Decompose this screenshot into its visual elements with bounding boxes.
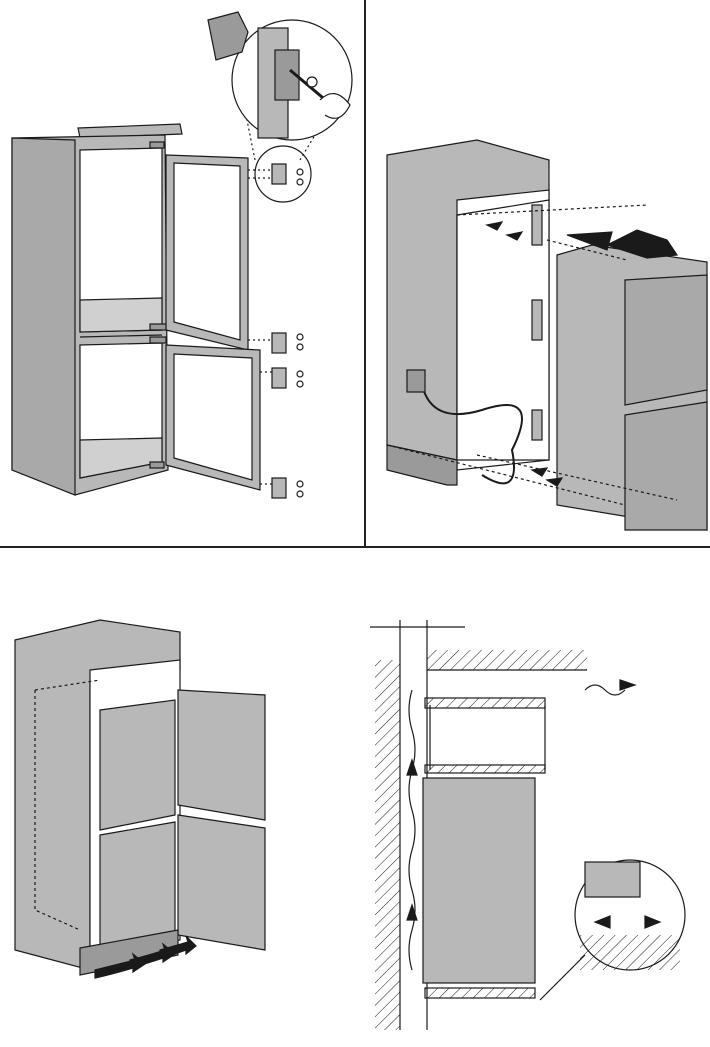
plug-icon [407,370,425,392]
hinge-bracket-lower [272,478,303,498]
appliance-section [423,778,535,983]
figure-hinge-fixing [0,0,365,547]
figure-side-section [355,550,710,1047]
figure-ventilation [0,550,355,1047]
wall-hatch [375,660,400,1030]
open-door-lower [178,815,265,950]
ventilation-illustration [0,550,355,1047]
hinge-bracket-upper [272,164,303,185]
hinge-bracket-mid [272,333,303,388]
appliance-upper [100,700,175,830]
hinge-fixing-illustration [0,0,365,547]
appliance-lower-door [625,402,707,530]
side-section-illustration [355,550,710,1047]
slide-in-illustration [367,0,710,547]
open-door-upper [178,690,265,820]
figure-slide-in [367,0,710,547]
appliance-upper-door [625,275,707,405]
appliance-lower [100,822,175,950]
ceiling-hatch [427,650,587,670]
airflow-path [409,690,415,970]
